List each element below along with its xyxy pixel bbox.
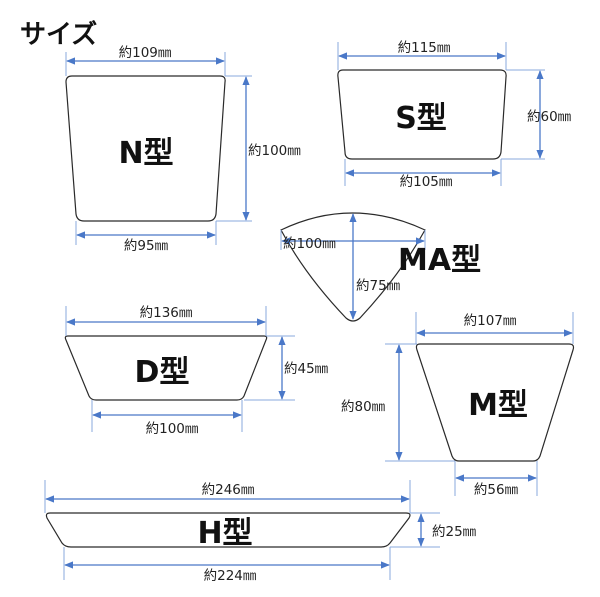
ma-height-label: 約75㎜ (356, 278, 401, 294)
h-height-label: 約25㎜ (432, 524, 477, 540)
h-bottom-label: 約224㎜ (204, 568, 257, 584)
h-type-shape (45, 512, 411, 548)
d-type-group: 約136㎜ 約45㎜ 約100㎜ D型 (64, 305, 329, 437)
d-height-label: 約45㎜ (284, 361, 329, 377)
n-type-name: N型 (118, 136, 173, 171)
h-top-label: 約246㎜ (202, 482, 255, 498)
page-title: サイズ (20, 19, 97, 50)
m-type-shape (415, 343, 575, 462)
m-height-label: 約80㎜ (341, 399, 386, 415)
h-type-group: 約246㎜ 約25㎜ 約224㎜ H型 (44, 480, 477, 584)
n-height-label: 約100㎜ (248, 143, 301, 159)
d-top-label: 約136㎜ (140, 305, 193, 321)
n-type-shape (65, 75, 226, 222)
s-type-shape (337, 69, 507, 160)
m-bottom-label: 約56㎜ (474, 482, 519, 498)
n-top-label: 約109㎜ (119, 45, 172, 61)
n-bottom-label: 約95㎜ (124, 238, 169, 254)
h-type-name: H型 (197, 516, 252, 551)
s-top-label: 約115㎜ (398, 40, 451, 56)
ma-width-label: 約100㎜ (283, 236, 336, 252)
ma-type-group: 約100㎜ 約75㎜ MA型 (280, 212, 481, 322)
m-type-group: 約107㎜ 約80㎜ 約56㎜ M型 (341, 312, 575, 498)
s-height-label: 約60㎜ (527, 109, 572, 125)
m-type-name: M型 (468, 388, 528, 423)
d-type-shape (64, 335, 268, 401)
d-type-name: D型 (135, 355, 190, 390)
s-type-name: S型 (395, 101, 447, 136)
s-type-group: 約115㎜ 約60㎜ 約105㎜ S型 (337, 40, 572, 190)
n-type-group: 約109㎜ 約100㎜ 約95㎜ N型 (65, 45, 301, 254)
m-top-label: 約107㎜ (464, 313, 517, 329)
d-bottom-label: 約100㎜ (146, 421, 199, 437)
s-bottom-label: 約105㎜ (400, 174, 453, 190)
ma-type-name: MA型 (398, 243, 481, 278)
